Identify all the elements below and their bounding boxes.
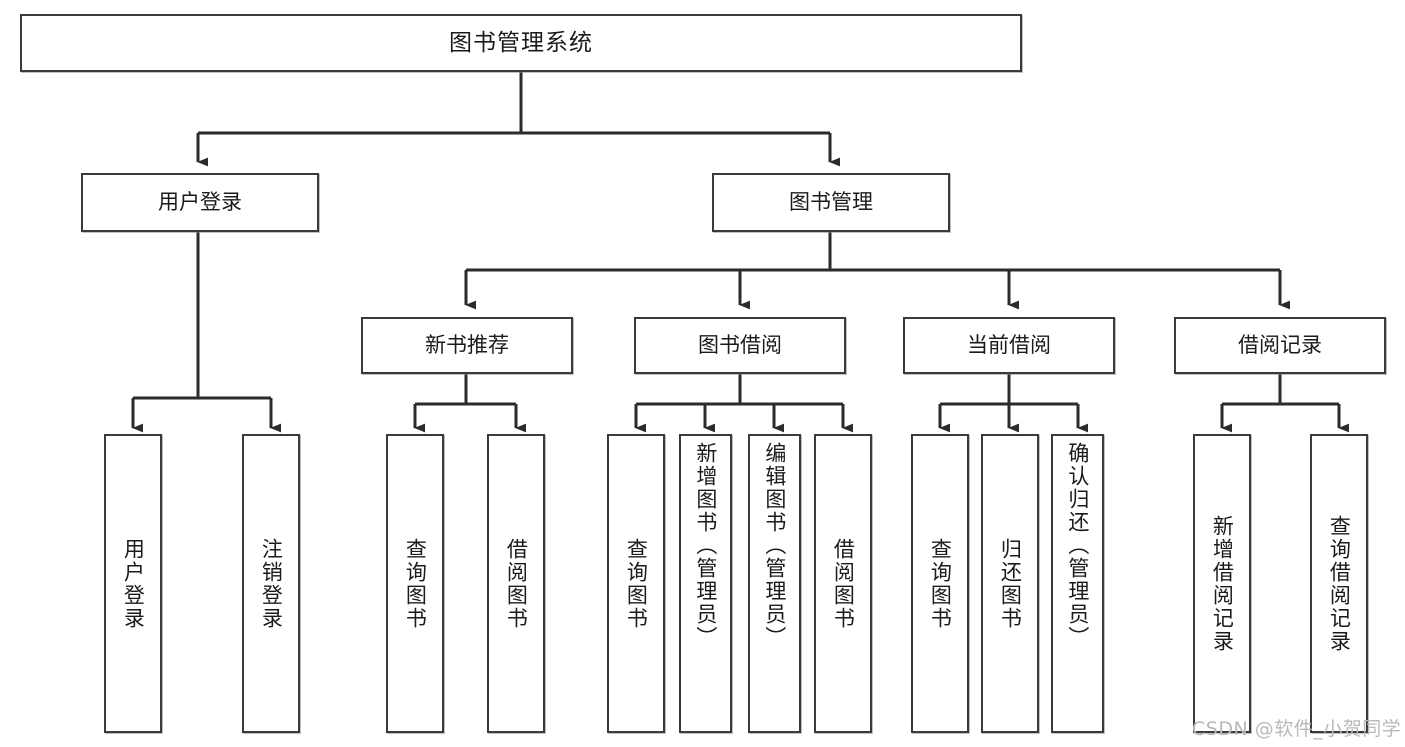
node-leaf-query-book-3-label: 查询图书 <box>928 537 953 630</box>
node-root-system-label: 图书管理系统 <box>449 29 593 56</box>
node-leaf-user-login[interactable]: 用户登录 <box>104 434 162 733</box>
node-leaf-edit-book-label: 编辑图书（管理员） <box>762 442 787 649</box>
node-book-management[interactable]: 图书管理 <box>712 173 950 232</box>
node-leaf-confirm-return[interactable]: 确认归还（管理员） <box>1051 434 1104 733</box>
node-leaf-user-login-label: 用户登录 <box>121 537 146 630</box>
node-user-login[interactable]: 用户登录 <box>81 173 319 232</box>
node-leaf-confirm-return-label: 确认归还（管理员） <box>1065 442 1090 649</box>
node-leaf-edit-book[interactable]: 编辑图书（管理员） <box>748 434 801 733</box>
node-leaf-borrow-book-2[interactable]: 借阅图书 <box>814 434 872 733</box>
node-book-borrow-label: 图书借阅 <box>698 333 782 357</box>
node-leaf-return-book-label: 归还图书 <box>998 537 1023 630</box>
node-leaf-add-record[interactable]: 新增借阅记录 <box>1193 434 1251 733</box>
node-book-management-label: 图书管理 <box>789 190 873 214</box>
node-leaf-borrow-book-1-label: 借阅图书 <box>504 537 529 630</box>
node-borrow-record[interactable]: 借阅记录 <box>1174 317 1386 374</box>
node-leaf-add-book[interactable]: 新增图书（管理员） <box>679 434 732 733</box>
node-new-book-recommend-label: 新书推荐 <box>425 333 509 357</box>
node-leaf-return-book[interactable]: 归还图书 <box>981 434 1039 733</box>
node-leaf-query-book-2[interactable]: 查询图书 <box>607 434 665 733</box>
node-user-login-label: 用户登录 <box>158 190 242 214</box>
csdn-watermark-text: CSDN @软件_小贺同学 <box>1192 718 1402 740</box>
node-leaf-query-book-3[interactable]: 查询图书 <box>911 434 969 733</box>
node-borrow-record-label: 借阅记录 <box>1238 333 1322 357</box>
csdn-watermark: CSDN @软件_小贺同学 <box>1192 714 1401 741</box>
node-leaf-logout-login-label: 注销登录 <box>259 537 284 630</box>
node-leaf-query-book-1-label: 查询图书 <box>403 537 428 630</box>
node-root-system[interactable]: 图书管理系统 <box>20 14 1022 72</box>
node-leaf-query-record-label: 查询借阅记录 <box>1327 514 1352 653</box>
node-leaf-query-book-2-label: 查询图书 <box>624 537 649 630</box>
node-leaf-borrow-book-2-label: 借阅图书 <box>831 537 856 630</box>
node-leaf-add-record-label: 新增借阅记录 <box>1210 514 1235 653</box>
node-new-book-recommend[interactable]: 新书推荐 <box>361 317 573 374</box>
node-leaf-logout-login[interactable]: 注销登录 <box>242 434 300 733</box>
node-leaf-query-book-1[interactable]: 查询图书 <box>386 434 444 733</box>
node-current-borrow-label: 当前借阅 <box>967 333 1051 357</box>
node-book-borrow[interactable]: 图书借阅 <box>634 317 846 374</box>
node-leaf-borrow-book-1[interactable]: 借阅图书 <box>487 434 545 733</box>
node-leaf-query-record[interactable]: 查询借阅记录 <box>1310 434 1368 733</box>
node-current-borrow[interactable]: 当前借阅 <box>903 317 1115 374</box>
node-leaf-add-book-label: 新增图书（管理员） <box>693 442 718 649</box>
